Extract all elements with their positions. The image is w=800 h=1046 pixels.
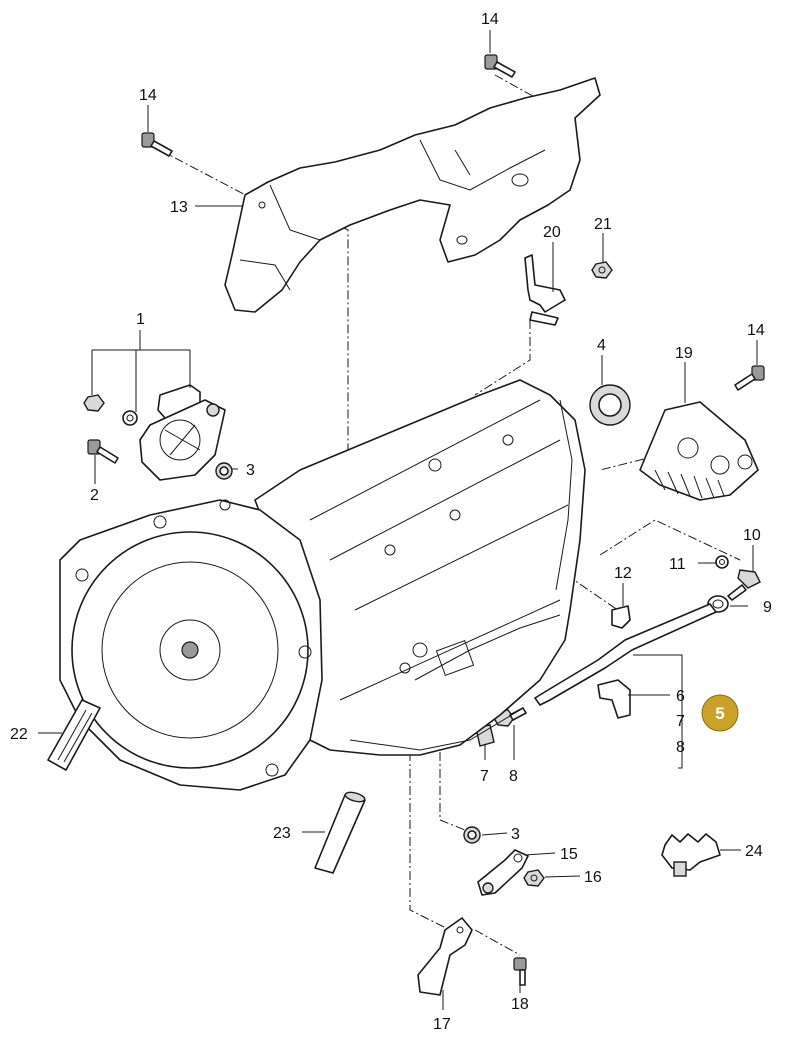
- bolt-right: [734, 365, 765, 391]
- bolt-top: [484, 54, 516, 78]
- callout-7-right: 7: [676, 713, 685, 730]
- bell-housing: [59, 499, 323, 791]
- callout-14-left: 14: [139, 87, 157, 104]
- callout-3-lower: 3: [511, 826, 520, 843]
- washer-1: [122, 410, 138, 426]
- callout-13: 13: [170, 199, 188, 216]
- callout-11: 11: [669, 556, 686, 573]
- heat-shield: [224, 77, 601, 313]
- bolt-18: [513, 957, 527, 986]
- clip-24: [661, 833, 721, 877]
- transmission-housing: [254, 379, 586, 756]
- nut-1: [83, 394, 105, 412]
- tube-5: [534, 603, 717, 706]
- callout-20: 20: [543, 224, 561, 241]
- bracket-12: [611, 605, 631, 629]
- callout-12: 12: [614, 565, 632, 582]
- callout-23: 23: [273, 825, 291, 842]
- callout-1: 1: [136, 311, 145, 328]
- callout-16: 16: [584, 869, 602, 886]
- bracket-20: [524, 254, 566, 326]
- highlight-badge[interactable]: 5: [701, 694, 739, 732]
- bolt-2: [87, 439, 119, 464]
- callout-24: 24: [745, 843, 763, 860]
- callout-14-right: 14: [747, 322, 765, 339]
- callout-4: 4: [597, 337, 606, 354]
- clip-6: [597, 679, 631, 719]
- lever-15: [477, 849, 529, 896]
- nut-16: [523, 869, 545, 887]
- callout-3-upper: 3: [246, 462, 255, 479]
- callout-8-right: 8: [676, 739, 685, 756]
- callout-15: 15: [560, 846, 578, 863]
- callout-21: 21: [594, 216, 612, 233]
- nut-21: [591, 261, 613, 279]
- callout-9: 9: [763, 599, 772, 616]
- callout-17: 17: [433, 1016, 451, 1033]
- leader-lines: [38, 30, 758, 1010]
- bracket-17: [417, 917, 473, 996]
- washer-11: [715, 555, 729, 569]
- callout-8-bottom: 8: [509, 768, 518, 785]
- callout-19: 19: [675, 345, 693, 362]
- washer-3-lower: [463, 826, 481, 844]
- callout-7-bottom: 7: [480, 768, 489, 785]
- highlight-badge-label: 5: [715, 704, 724, 723]
- callout-2: 2: [90, 487, 99, 504]
- selector-switch: [139, 384, 226, 481]
- bolt-left: [141, 132, 173, 157]
- callout-14-top: 14: [481, 11, 499, 28]
- callout-10: 10: [743, 527, 761, 544]
- callout-labels: 14 14 13 20 21 1 14 4 19 3 2 10 11 12 9 …: [10, 11, 772, 1033]
- pin-23: [314, 791, 366, 874]
- callout-22: 22: [10, 726, 28, 743]
- strainer-22: [47, 699, 101, 771]
- seal-4: [589, 384, 631, 426]
- callout-6: 6: [676, 688, 685, 705]
- seal-3-upper: [215, 462, 233, 480]
- cover-19: [639, 401, 759, 501]
- plug-10: [727, 569, 761, 601]
- callout-18: 18: [511, 996, 529, 1013]
